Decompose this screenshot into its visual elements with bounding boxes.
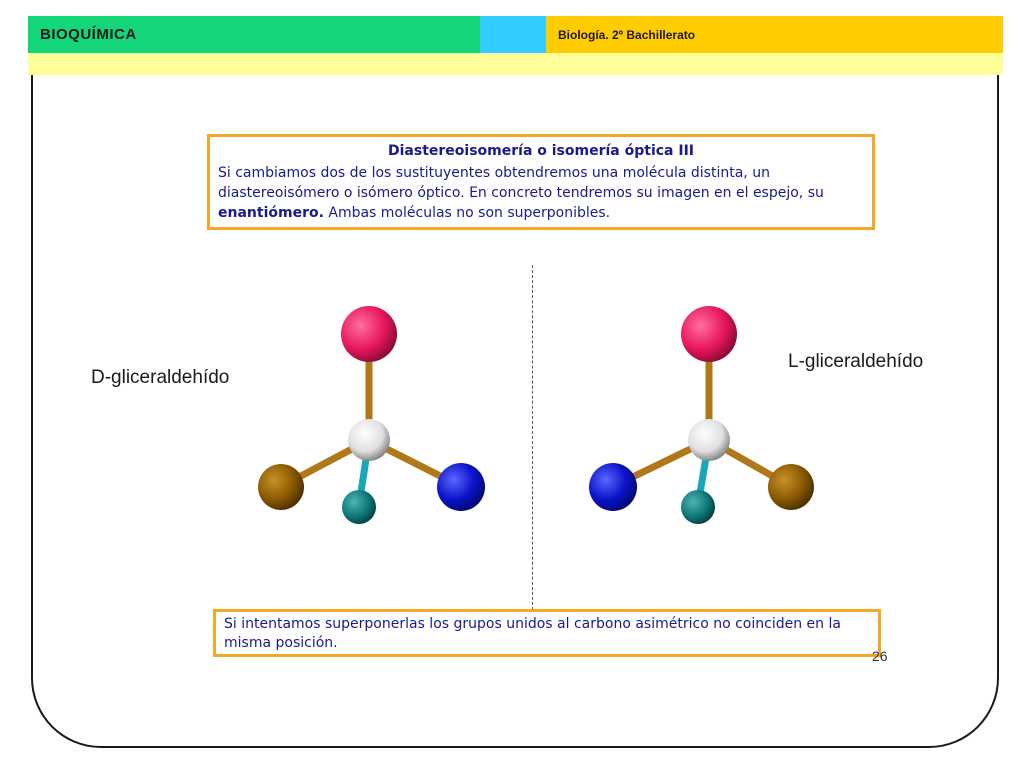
right-molecule-label: L-gliceraldehído bbox=[788, 351, 924, 372]
info-body-text-1: Si cambiamos dos de los sustituyentes ob… bbox=[218, 165, 824, 201]
header-title-section: BIOQUÍMICA bbox=[28, 16, 480, 53]
l-glyceraldehyde-molecule bbox=[589, 306, 814, 524]
header-title: BIOQUÍMICA bbox=[40, 26, 137, 43]
header-bar: BIOQUÍMICA Biología. 2º Bachillerato bbox=[28, 16, 1003, 53]
left-molecule-label: D-gliceraldehído bbox=[91, 367, 230, 388]
header-sub-bar bbox=[28, 53, 1003, 75]
atom-top bbox=[681, 306, 737, 362]
header-accent bbox=[480, 16, 546, 53]
bottom-note-text: Si intentamos superponerlas los grupos u… bbox=[224, 616, 841, 651]
mirror-line bbox=[532, 265, 533, 615]
atom-center bbox=[688, 419, 730, 461]
info-title: Diastereoisomería o isomería óptica III bbox=[388, 143, 694, 159]
atom-front bbox=[681, 490, 715, 524]
header-subtitle-section: Biología. 2º Bachillerato bbox=[546, 16, 1003, 53]
atom-right bbox=[437, 463, 485, 511]
atom-right bbox=[768, 464, 814, 510]
slide-frame bbox=[31, 28, 999, 748]
info-body-text-2: Ambas moléculas no son superponibles. bbox=[323, 205, 611, 221]
info-body-bold: enantiómero. bbox=[218, 205, 324, 221]
info-body: Si cambiamos dos de los sustituyentes ob… bbox=[218, 163, 872, 223]
d-glyceraldehyde-molecule bbox=[258, 306, 485, 524]
atom-left bbox=[258, 464, 304, 510]
header-subtitle: Biología. 2º Bachillerato bbox=[558, 27, 696, 42]
atom-left bbox=[589, 463, 637, 511]
atom-front bbox=[342, 490, 376, 524]
info-box: Diastereoisomería o isomería óptica III … bbox=[207, 134, 875, 230]
atom-top bbox=[341, 306, 397, 362]
bottom-note-box: Si intentamos superponerlas los grupos u… bbox=[213, 609, 881, 657]
page-number: 26 bbox=[872, 648, 888, 664]
atom-center bbox=[348, 419, 390, 461]
